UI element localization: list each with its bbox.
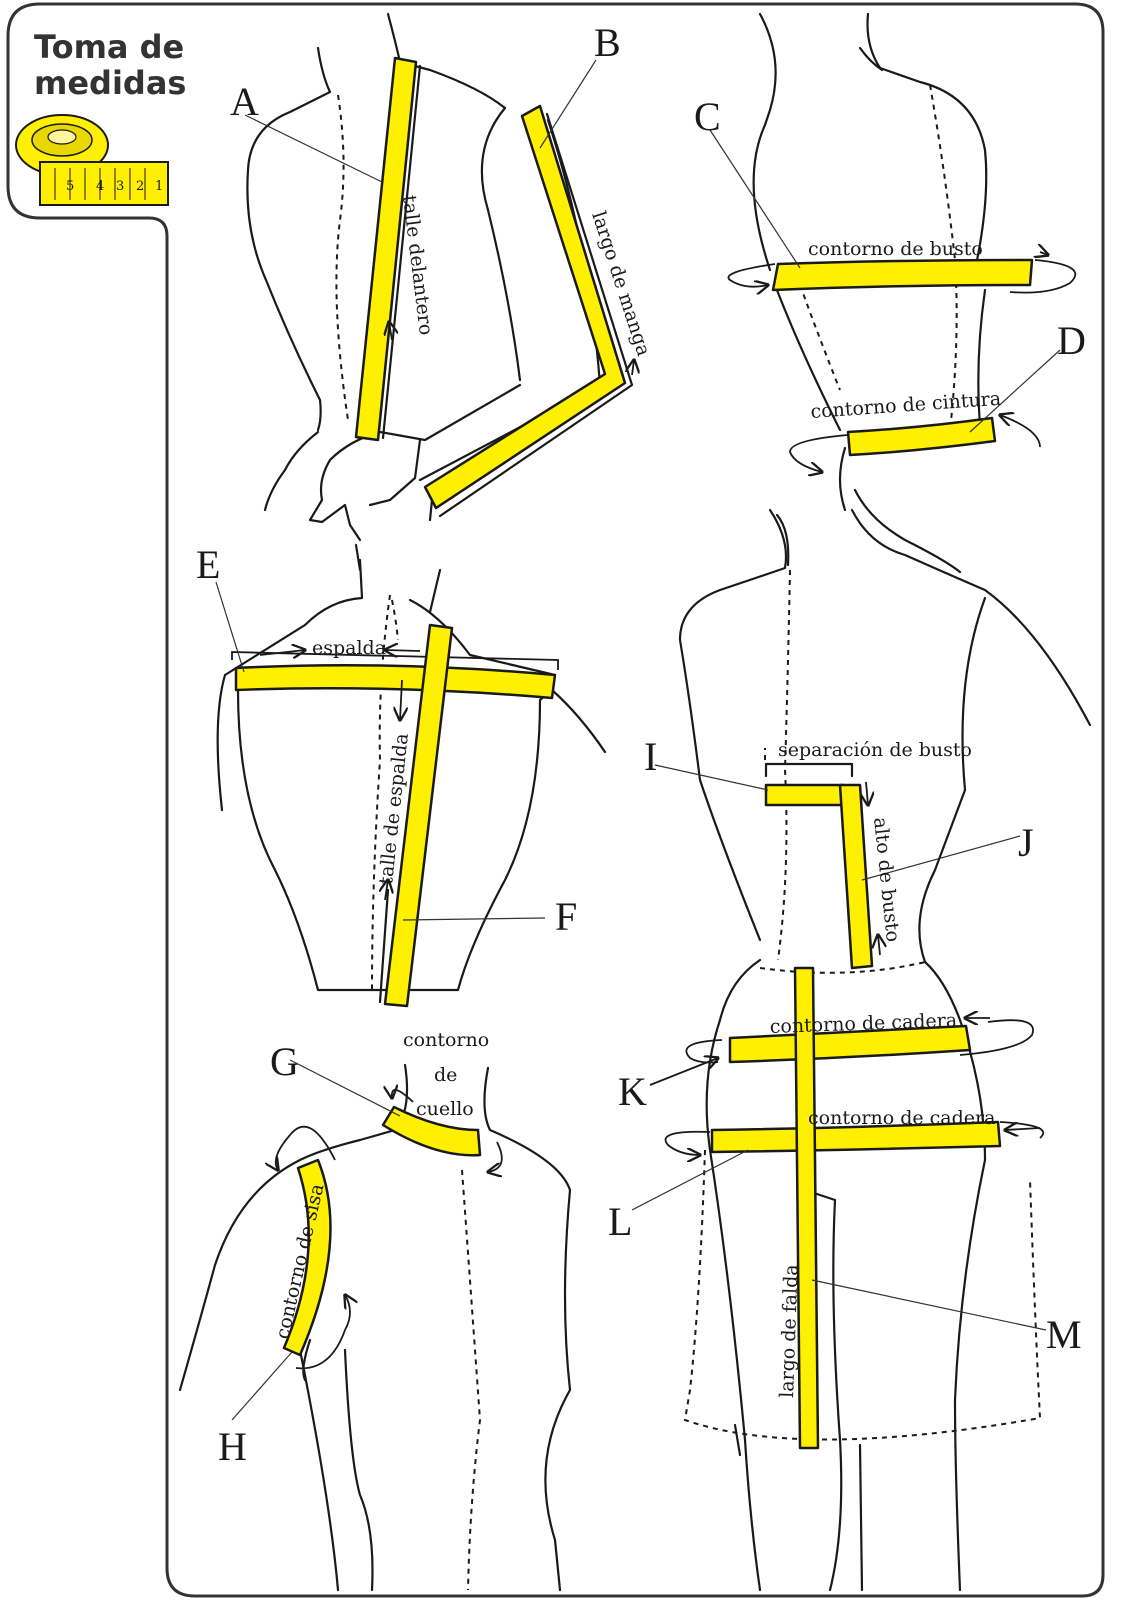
tape-D-waist [789,349,1061,472]
label-largo-de-falda: largo de falda [776,1264,803,1398]
tape-J-bust-height [838,781,1021,970]
page-frame [6,2,1105,1598]
letter-B: B [594,20,621,65]
tape-C-bust [709,129,1077,293]
letter-A: A [230,79,259,124]
label-contorno-de-cuello-line-1: contorno [403,1029,489,1051]
tape-digit: 1 [155,179,163,194]
figure-front-torso [246,12,602,572]
letter-L: L [608,1199,632,1244]
tape-L-hip [631,1120,1045,1211]
figure-front-body-skirt [678,508,1092,1592]
letter-M: M [1046,1312,1082,1357]
figure-bust-waist [752,12,988,574]
title-line-2: medidas [34,64,186,102]
tape-digit: 3 [116,179,124,194]
letter-F: F [555,894,577,939]
tape-G-neck [289,1059,503,1172]
tape-digit: 4 [96,179,104,194]
label-talle-delantero: talle delantero [398,194,437,336]
tape-B-sleeve [423,59,634,518]
label-alto-de-busto: alto de busto [869,816,904,943]
title-block: Toma de medidas [34,28,186,102]
tape-E-back-width [215,581,559,700]
label-contorno-de-cintura: contorno de cintura [810,388,1002,423]
tape-digit: 5 [66,179,74,194]
label-separacion-de-busto: separación de busto [778,739,972,761]
tape-M-skirt-length [793,966,1047,1450]
letter-I: I [644,734,657,779]
label-contorno-de-cuello-line-2: de [434,1064,457,1086]
letter-C: C [694,94,721,139]
label-contorno-de-cuello-line-3: cuello [416,1098,474,1120]
letter-J: J [1018,820,1034,865]
label-espalda: espalda [312,637,386,659]
letter-G: G [270,1039,299,1084]
figure-neck-armhole [178,1063,572,1592]
tape-digit: 2 [136,179,144,194]
letter-H: H [218,1424,247,1469]
letter-D: D [1057,318,1086,363]
tape-H-armhole [231,1125,350,1421]
measuring-tape-icon: 5 4 3 2 1 [15,114,169,206]
title-line-1: Toma de [34,28,184,66]
tape-F-back-length [378,623,546,1008]
label-contorno-de-cadera: contorno de cadera [808,1107,995,1129]
tape-I-bust-separation [654,762,854,807]
letter-E: E [196,542,220,587]
tape-A-front-waist [244,56,422,442]
letter-K: K [618,1069,647,1114]
label-contorno-de-busto: contorno de busto [808,238,983,260]
